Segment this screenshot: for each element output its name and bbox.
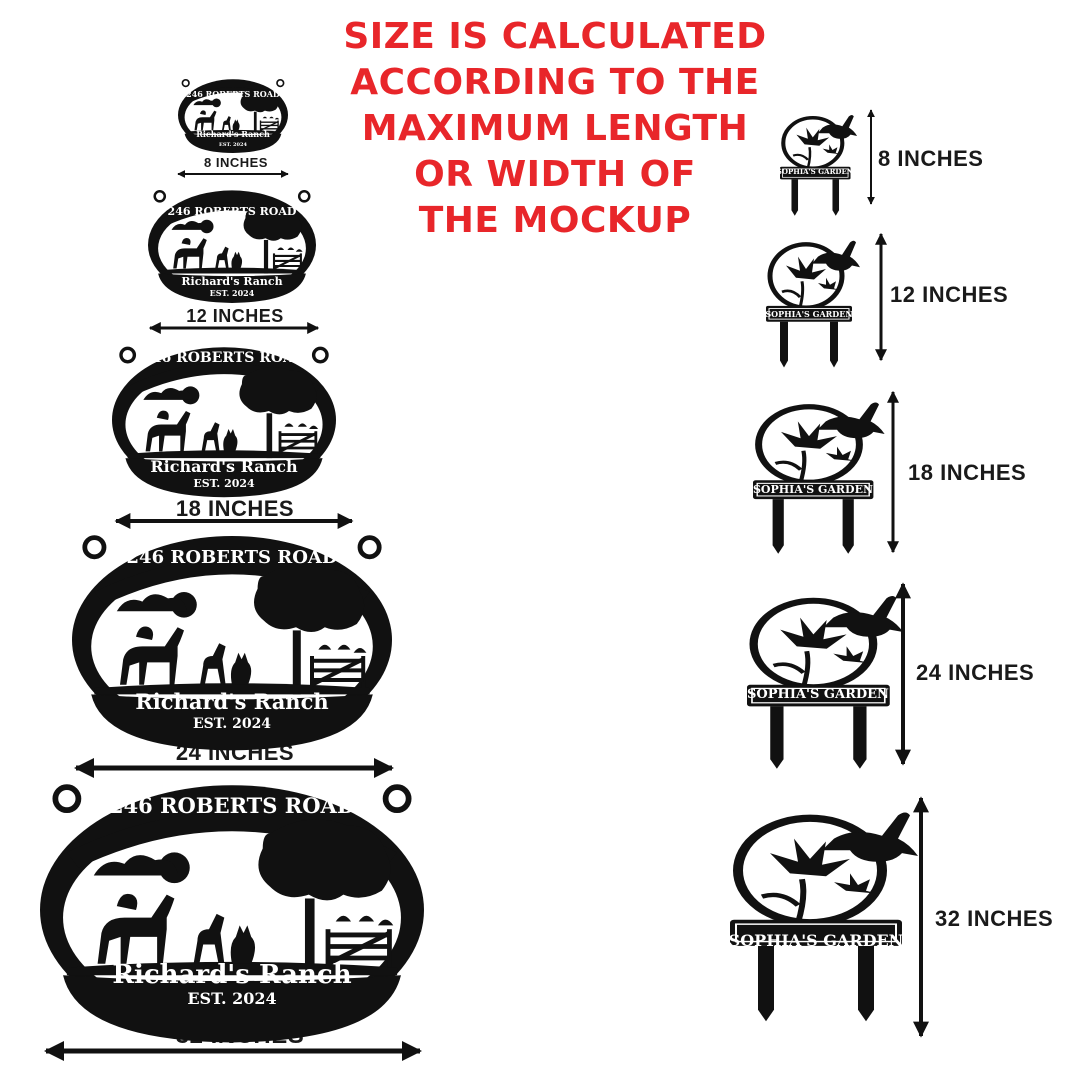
ranch-est-8: EST. 2024 [219,142,247,148]
garden-stake-24 [747,596,903,769]
headline-line-5: THE MOCKUP [418,200,692,241]
garden-size-label-8: 8 INCHES [878,146,984,171]
ranch-est-32: EST. 2024 [187,989,276,1008]
garden-name-24: SOPHIA'S GARDEN [747,687,889,702]
garden-size-label-12: 12 INCHES [890,282,1009,307]
ranch-est-24: EST. 2024 [193,716,271,732]
garden-name-18: SOPHIA'S GARDEN [753,483,873,496]
ranch-road-32: 246 ROBERTS ROAD [109,793,355,818]
ranch-name-32: Richard's Ranch [112,960,351,990]
headline-line-1: SIZE IS CALCULATED [343,16,767,57]
headline: SIZE IS CALCULATED ACCORDING TO THE MAXI… [330,14,780,244]
ranch-size-label-8: 8 INCHES [204,155,268,170]
headline-line-2: ACCORDING TO THE [350,62,760,103]
headline-line-3: MAXIMUM LENGTH [361,108,749,149]
garden-size-label-32: 32 INCHES [935,906,1054,931]
ranch-est-18: EST. 2024 [193,477,255,490]
garden-stake-12 [766,241,860,368]
ranch-name-18: Richard's Ranch [150,457,298,476]
ranch-road-8: 246 ROBERTS ROAD [186,89,280,99]
ranch-est-12: EST. 2024 [210,288,255,298]
garden-stake-18 [753,403,885,554]
garden-name-12: SOPHIA'S GARDEN [765,309,852,319]
garden-stake-32 [730,813,918,1022]
headline-line-4: OR WIDTH OF [414,154,696,195]
ranch-road-24: 246 ROBERTS ROAD [127,547,338,568]
ranch-name-8: Richard's Ranch [196,129,270,139]
garden-stake-8 [780,115,857,216]
garden-size-label-24: 24 INCHES [916,660,1035,685]
ranch-size-label-12: 12 INCHES [186,306,284,326]
ranch-road-12: 246 ROBERTS ROAD [168,205,297,218]
ranch-road-18: 246 ROBERTS ROAD [142,350,306,366]
garden-size-label-18: 18 INCHES [908,460,1027,485]
ranch-name-24: Richard's Ranch [135,689,328,714]
ranch-name-12: Richard's Ranch [181,275,282,288]
garden-name-8: SOPHIA'S GARDEN [777,167,854,176]
garden-name-32: SOPHIA'S GARDEN [729,931,904,950]
